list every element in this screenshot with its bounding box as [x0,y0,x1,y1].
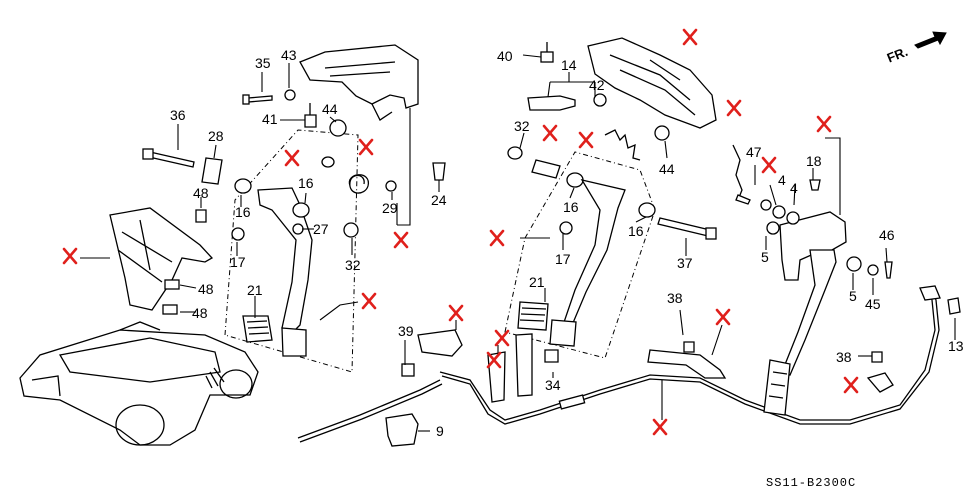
cross-mark [361,292,377,310]
bolt-37 [657,217,711,237]
cross-mark [358,138,374,156]
vehicle-outline [19,321,259,446]
label-38b: 38 [836,349,852,365]
label-17a: 17 [230,254,246,270]
cable-holder-9 [385,413,419,447]
clutch-pedal-assembly [142,44,446,373]
label-16a: 16 [235,204,251,220]
clutch-upper-bracket [299,44,419,109]
return-spring-25 [348,174,369,194]
label-42: 42 [589,77,605,93]
cross-mark [843,376,859,394]
front-direction-indicator: FR. [885,31,947,66]
label-34: 34 [545,377,561,393]
front-direction-label: FR. [885,44,910,66]
clutch-cable [297,329,463,447]
bolt-17 [231,227,245,241]
clutch-assembly-dashed-boundary [224,129,359,373]
leader-lines [80,54,956,432]
arrow-icon [914,31,947,49]
label-16b: 16 [298,175,314,191]
cross-mark [578,131,594,149]
clutch-pedal-foot-pad [281,327,307,357]
label-43: 43 [281,47,297,63]
cross-mark [542,124,558,142]
label-48b: 48 [198,281,214,297]
label-21a: 21 [247,282,263,298]
cross-mark [715,308,731,326]
label-44b: 44 [659,161,675,177]
label-16c: 16 [563,199,579,215]
accelerator-pedal-body [109,207,214,311]
label-47: 47 [746,144,762,160]
label-35: 35 [255,55,271,71]
label-14: 14 [561,57,577,73]
cross-mark [494,329,510,347]
collar-28 [201,157,223,185]
brake-pedal-assembly [487,37,717,403]
part-labels: 35 43 36 28 41 44 48 48 48 16 16 17 21 2… [170,47,964,439]
label-4a: 4 [778,172,786,188]
label-16d: 16 [628,223,644,239]
cross-mark [761,156,777,174]
label-5a: 5 [761,249,769,265]
label-48a: 48 [193,185,209,201]
label-18: 18 [806,153,822,169]
bushing-27 [292,223,304,235]
accelerator-cable [439,285,961,425]
label-41: 41 [262,111,278,127]
accelerator-pedal-right [732,137,893,416]
label-24: 24 [431,192,447,208]
label-37: 37 [677,255,693,271]
brake-upper-bracket [587,37,717,129]
accelerator-pedal-left [109,207,214,315]
cross-mark [816,115,832,133]
bolt-35 [247,95,273,103]
return-spring-center [604,129,641,161]
label-21b: 21 [529,274,545,290]
label-27: 27 [313,221,329,237]
crossed-out-marks [62,28,859,436]
bushing-16b [292,202,310,218]
label-46: 46 [879,227,895,243]
cross-mark [726,99,742,117]
label-5b: 5 [849,288,857,304]
cross-mark [682,28,698,46]
label-28: 28 [208,128,224,144]
brake-switch-14 [527,95,576,111]
cross-mark [652,418,668,436]
label-29: 29 [382,200,398,216]
cross-mark [448,304,464,322]
clutch-pedal-pad-21 [242,315,273,343]
accelerator-pedal-arm [781,249,837,376]
label-9: 9 [436,423,444,439]
cross-mark [489,229,505,247]
label-45: 45 [865,296,881,312]
cross-mark [62,247,78,265]
label-38a: 38 [667,290,683,306]
label-32b: 32 [514,118,530,134]
label-13: 13 [948,338,964,354]
cross-mark [393,231,409,249]
label-17b: 17 [555,251,571,267]
label-40: 40 [497,48,513,64]
bushing-16a [234,178,252,194]
diagram-code: SS11-B2300C [766,476,856,490]
bolt-36 [148,151,195,168]
label-4b: 4 [790,180,798,196]
label-36: 36 [170,107,186,123]
label-48c: 48 [192,305,208,321]
brake-pedal-pad [517,301,549,331]
accelerator-pedal-pad [763,359,791,416]
cross-mark [284,149,300,167]
label-39: 39 [398,323,414,339]
label-32a: 32 [345,257,361,273]
cross-mark [486,351,502,369]
label-44: 44 [322,101,338,117]
